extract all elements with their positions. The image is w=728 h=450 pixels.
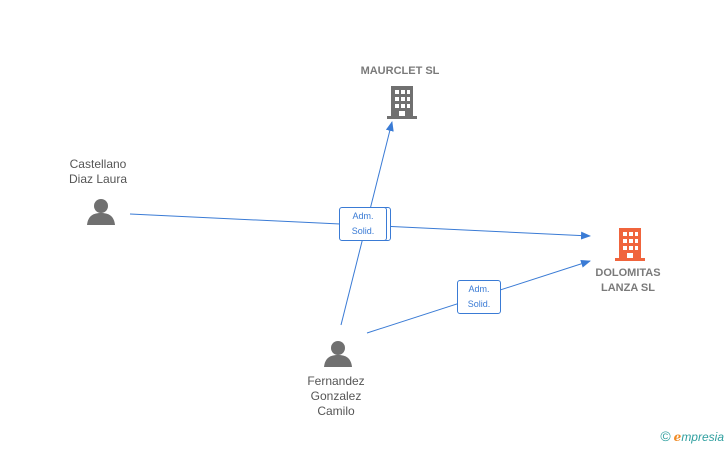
edge-label-role[interactable]: Adm. Solid. xyxy=(457,280,501,314)
person-name-line: Diaz Laura xyxy=(68,172,128,186)
person-name-fernandez: Fernandez Gonzalez Camilo xyxy=(286,374,386,419)
company-name-line: DOLOMITAS xyxy=(595,267,661,279)
company-name-line: MAURCLET SL xyxy=(360,65,440,77)
building-icon[interactable] xyxy=(614,226,646,262)
company-name-maurclet: MAURCLET SL xyxy=(340,64,460,79)
person-name-line: Castellano xyxy=(69,157,127,171)
company-name-line: LANZA SL xyxy=(601,282,655,294)
edge-label-line: Adm. xyxy=(352,211,374,221)
person-name-castellano: Castellano Diaz Laura xyxy=(48,157,148,187)
edge-label-line: Solid. xyxy=(351,226,375,236)
person-icon[interactable] xyxy=(86,198,116,226)
edge-label-role[interactable]: Adm. Solid. xyxy=(339,207,387,241)
person-icon[interactable] xyxy=(323,340,353,368)
person-name-line: Camilo xyxy=(317,404,355,418)
person-name-line: Fernandez xyxy=(307,374,365,388)
edge-label-line: Adm. xyxy=(468,284,490,294)
brand-text: mpresia xyxy=(681,430,724,444)
person-name-line: Gonzalez xyxy=(310,389,362,403)
edge-label-line: Solid. xyxy=(467,299,491,309)
building-icon[interactable] xyxy=(386,84,418,120)
empresia-logo: ©empresia xyxy=(660,428,724,444)
copyright-symbol: © xyxy=(660,428,671,444)
brand-e-letter: e xyxy=(673,430,682,444)
company-name-dolomitas: DOLOMITAS LANZA SL xyxy=(578,266,678,296)
